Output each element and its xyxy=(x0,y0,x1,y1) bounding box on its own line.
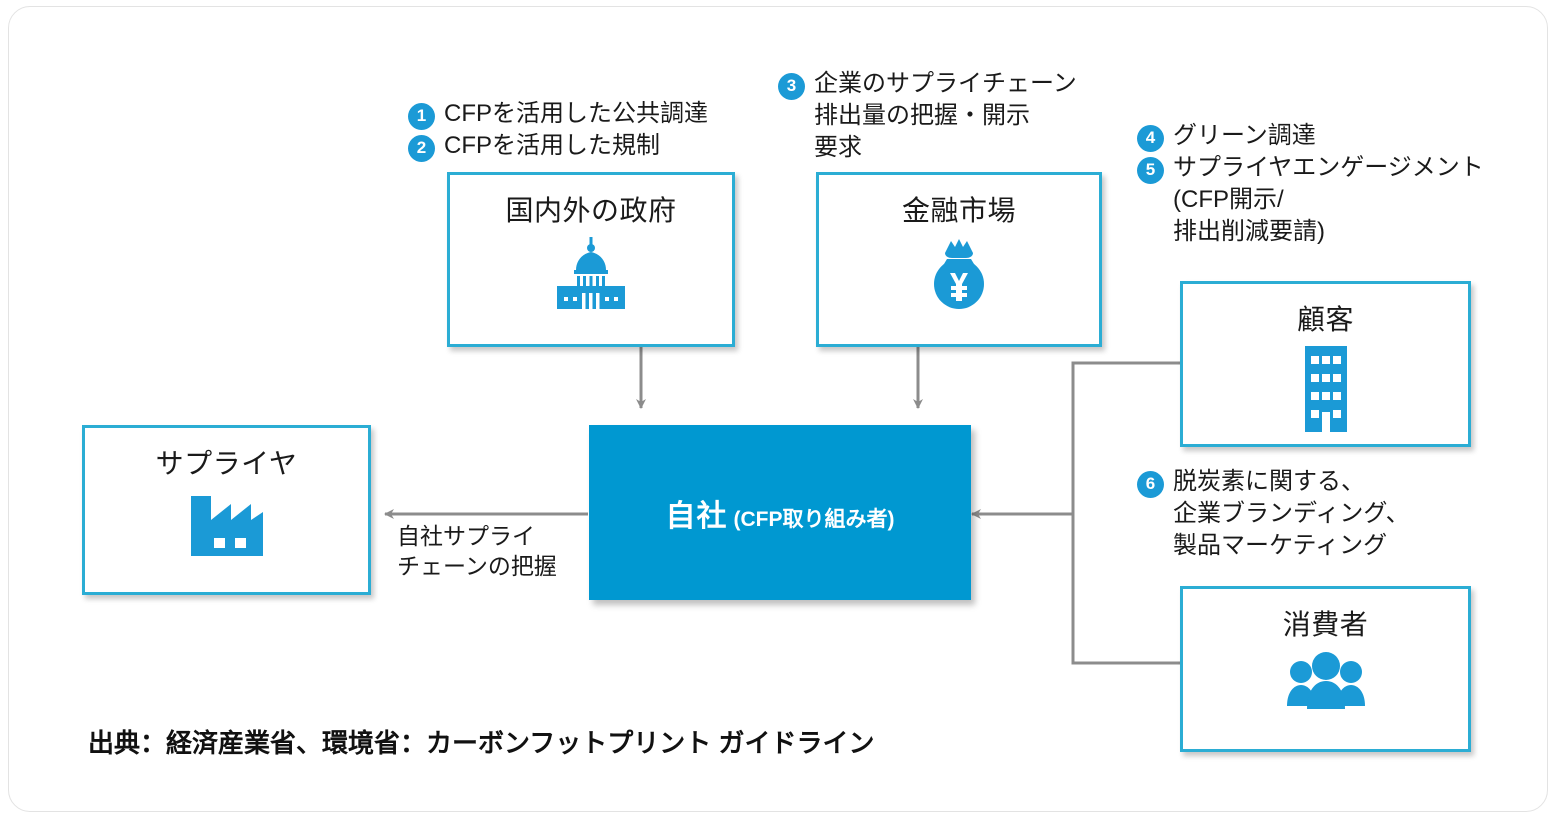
annotation-item-3-line-3: 要求 xyxy=(814,133,862,161)
node-own-company-label-main: 自社 xyxy=(665,499,728,533)
edge-label-supplier: 自社サプライ チェーンの把握 xyxy=(397,522,557,582)
annotation-customer: 4 グリーン調達 5 サプライヤエンゲージメント (CFP開示/ 排出削減要請) xyxy=(1137,120,1484,248)
money-bag-yen-icon xyxy=(921,237,997,311)
node-consumer[interactable]: 消費者 xyxy=(1180,586,1471,752)
annotation-item-6-line-2: 企業ブランディング、 xyxy=(1173,500,1410,527)
annotation-government: 1 CFPを活用した公共調達 2 CFPを活用した規制 xyxy=(408,98,708,162)
badge-1: 1 xyxy=(408,103,435,130)
badge-5: 5 xyxy=(1137,157,1164,184)
annotation-consumer: 6 脱炭素に関する、 企業ブランディング、 製品マーケティング xyxy=(1137,466,1410,562)
badge-3: 3 xyxy=(778,73,805,100)
annotation-item-2-line-1: CFPを活用した規制 xyxy=(444,132,660,159)
annotation-item-6: 6 脱炭素に関する、 xyxy=(1137,466,1410,498)
annotation-item-3-line-2: 排出量の把握・開示 xyxy=(814,102,1030,129)
factory-icon xyxy=(185,490,269,560)
annotation-item-3-line-1: 企業のサプライチェーン xyxy=(814,70,1077,97)
annotation-item-5-line-2: (CFP開示/ xyxy=(1173,186,1284,213)
capitol-building-icon xyxy=(543,237,639,309)
edge-label-supplier-line-1: 自社サプライ xyxy=(397,523,535,549)
node-own-company-label-sub: (CFP取り組み者) xyxy=(733,507,895,531)
people-group-icon xyxy=(1285,651,1367,711)
badge-6: 6 xyxy=(1137,471,1164,498)
annotation-item-2: 2 CFPを活用した規制 xyxy=(408,130,708,162)
annotation-item-3: 3 企業のサプライチェーン xyxy=(778,68,1077,100)
node-customer-label: 顧客 xyxy=(1296,304,1354,335)
annotation-item-4-line-1: グリーン調達 xyxy=(1173,122,1316,149)
node-supplier-label: サプライヤ xyxy=(155,448,298,479)
node-government[interactable]: 国内外の政府 xyxy=(447,172,735,347)
annotation-item-5: 5 サプライヤエンゲージメント xyxy=(1137,152,1484,184)
node-own-company[interactable]: 自社(CFP取り組み者) xyxy=(589,425,971,600)
node-government-label: 国内外の政府 xyxy=(505,195,677,226)
edge-label-supplier-line-2: チェーンの把握 xyxy=(397,552,557,579)
source-note: 出典：経済産業省、環境省：カーボンフットプリント ガイドライン xyxy=(88,728,875,758)
annotation-item-6-line-3: 製品マーケティング xyxy=(1173,531,1388,559)
node-financial-market[interactable]: 金融市場 xyxy=(816,172,1102,347)
node-own-company-label: 自社(CFP取り組み者) xyxy=(666,491,895,535)
annotation-item-5-line-3: 排出削減要請) xyxy=(1173,217,1325,245)
annotation-item-6-line-1: 脱炭素に関する、 xyxy=(1173,468,1365,495)
annotation-item-4: 4 グリーン調達 xyxy=(1137,120,1484,152)
node-customer[interactable]: 顧客 xyxy=(1180,281,1471,447)
badge-2: 2 xyxy=(408,135,435,162)
annotation-financial-market: 3 企業のサプライチェーン 排出量の把握・開示 要求 xyxy=(778,68,1077,164)
node-financial-market-label: 金融市場 xyxy=(901,195,1016,226)
node-supplier[interactable]: サプライヤ xyxy=(82,425,371,595)
annotation-item-1-line-1: CFPを活用した公共調達 xyxy=(444,100,708,127)
annotation-item-5-line-1: サプライヤエンゲージメント xyxy=(1173,154,1484,181)
node-consumer-label: 消費者 xyxy=(1282,609,1369,640)
office-building-icon xyxy=(1293,346,1359,432)
annotation-item-1: 1 CFPを活用した公共調達 xyxy=(408,98,708,130)
badge-4: 4 xyxy=(1137,125,1164,152)
